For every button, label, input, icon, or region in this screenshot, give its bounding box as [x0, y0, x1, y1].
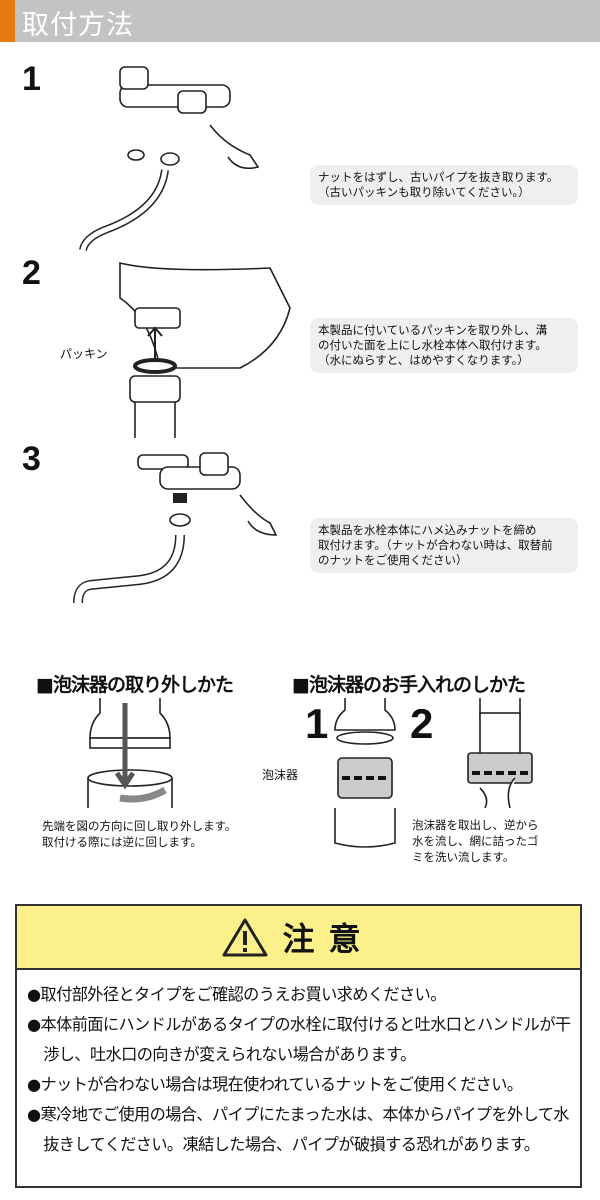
caution-box: 注意 ●取付部外径とタイプをご確認のうえお買い求めください。 ●本体前面にハンド… [15, 904, 582, 1188]
step-number-1: 1 [22, 60, 41, 98]
warning-icon [222, 918, 268, 957]
caution-header: 注意 [17, 906, 580, 970]
step-1-note: ナットをはずし、古いパイプを抜き取ります。 （古いパッキンも取り除いてください。… [310, 165, 578, 205]
note-line: のナットをご使用ください） [318, 553, 468, 567]
note-line: 本製品に付いているパッキンを取り外し、溝 [318, 323, 548, 337]
caption-line: 取付ける際には逆に回します。 [42, 835, 202, 849]
faucet-illustration-3 [73, 452, 278, 604]
note-line: 取付けます。（ナットが合わない時は、取替前 [318, 538, 553, 552]
note-line: 本製品を水栓本体にハメ込みナットを締め [318, 523, 537, 537]
caution-list: ●取付部外径とタイプをご確認のうえお買い求めください。 ●本体前面にハンドルがあ… [17, 970, 580, 1160]
step-3-note: 本製品を水栓本体にハメ込みナットを締め 取付けます。（ナットが合わない時は、取替… [310, 518, 578, 573]
care-caption: 泡沫器を取出し、逆から 水を流し、網に詰ったゴ ミを洗い流します。 [412, 817, 539, 865]
removal-caption: 先端を図の方向に回し取り外します。 取付ける際には逆に回します。 [42, 818, 236, 850]
removal-heading: ■泡沫器の取り外しかた [36, 674, 234, 696]
care-step-2: 2 [410, 700, 434, 747]
caution-title: 注意 [282, 920, 375, 958]
aerator-label: 泡沫器 [262, 768, 299, 782]
caution-item: ●寒冷地でご使用の場合、パイプにたまった水は、本体からパイプを外して水抜きしてく… [27, 1105, 569, 1154]
care-step-1: 1 [305, 700, 329, 747]
aerator-removal-illustration [87, 698, 173, 808]
note-line: ナットをはずし、古いパイプを抜き取ります。 [318, 170, 559, 184]
caption-line: 先端を図の方向に回し取り外します。 [42, 819, 237, 833]
aerator-parts-illustration [334, 698, 396, 848]
step-number-3: 3 [22, 440, 41, 478]
note-line: （古いパッキンも取り除いてください。） [318, 185, 530, 199]
packing-label: パッキン [60, 347, 108, 361]
caution-item: ●本体前面にハンドルがあるタイプの水栓に取付けると吐水口とハンドルが干渉し、吐水… [27, 1015, 571, 1064]
caption-line: ミを洗い流します。 [412, 850, 515, 864]
aerator-cleaning-illustration [467, 698, 533, 808]
caution-item: ●ナットが合わない場合は現在使われているナットをご使用ください。 [27, 1075, 523, 1094]
caption-line: 泡沫器を取出し、逆から [412, 818, 539, 832]
caution-item: ●取付部外径とタイプをご確認のうえお買い求めください。 [27, 985, 446, 1004]
section-title: 取付方法 [22, 10, 134, 41]
caption-line: 水を流し、網に詰ったゴ [412, 834, 539, 848]
faucet-illustration-1 [79, 66, 260, 252]
header-accent [0, 0, 15, 42]
faucet-illustration-2 [119, 261, 291, 438]
step-2-note: 本製品に付いているパッキンを取り外し、溝 の付いた面を上にし水栓本体へ取付けます… [310, 318, 578, 373]
note-line: の付いた面を上にし水栓本体へ取付けます。 [318, 338, 547, 352]
care-heading: ■泡沫器のお手入れのしかた [292, 674, 526, 696]
step-number-2: 2 [22, 254, 41, 292]
section-header: 取付方法 [0, 0, 600, 42]
note-line: （水にぬらすと、はめやすくなります。） [318, 353, 529, 367]
